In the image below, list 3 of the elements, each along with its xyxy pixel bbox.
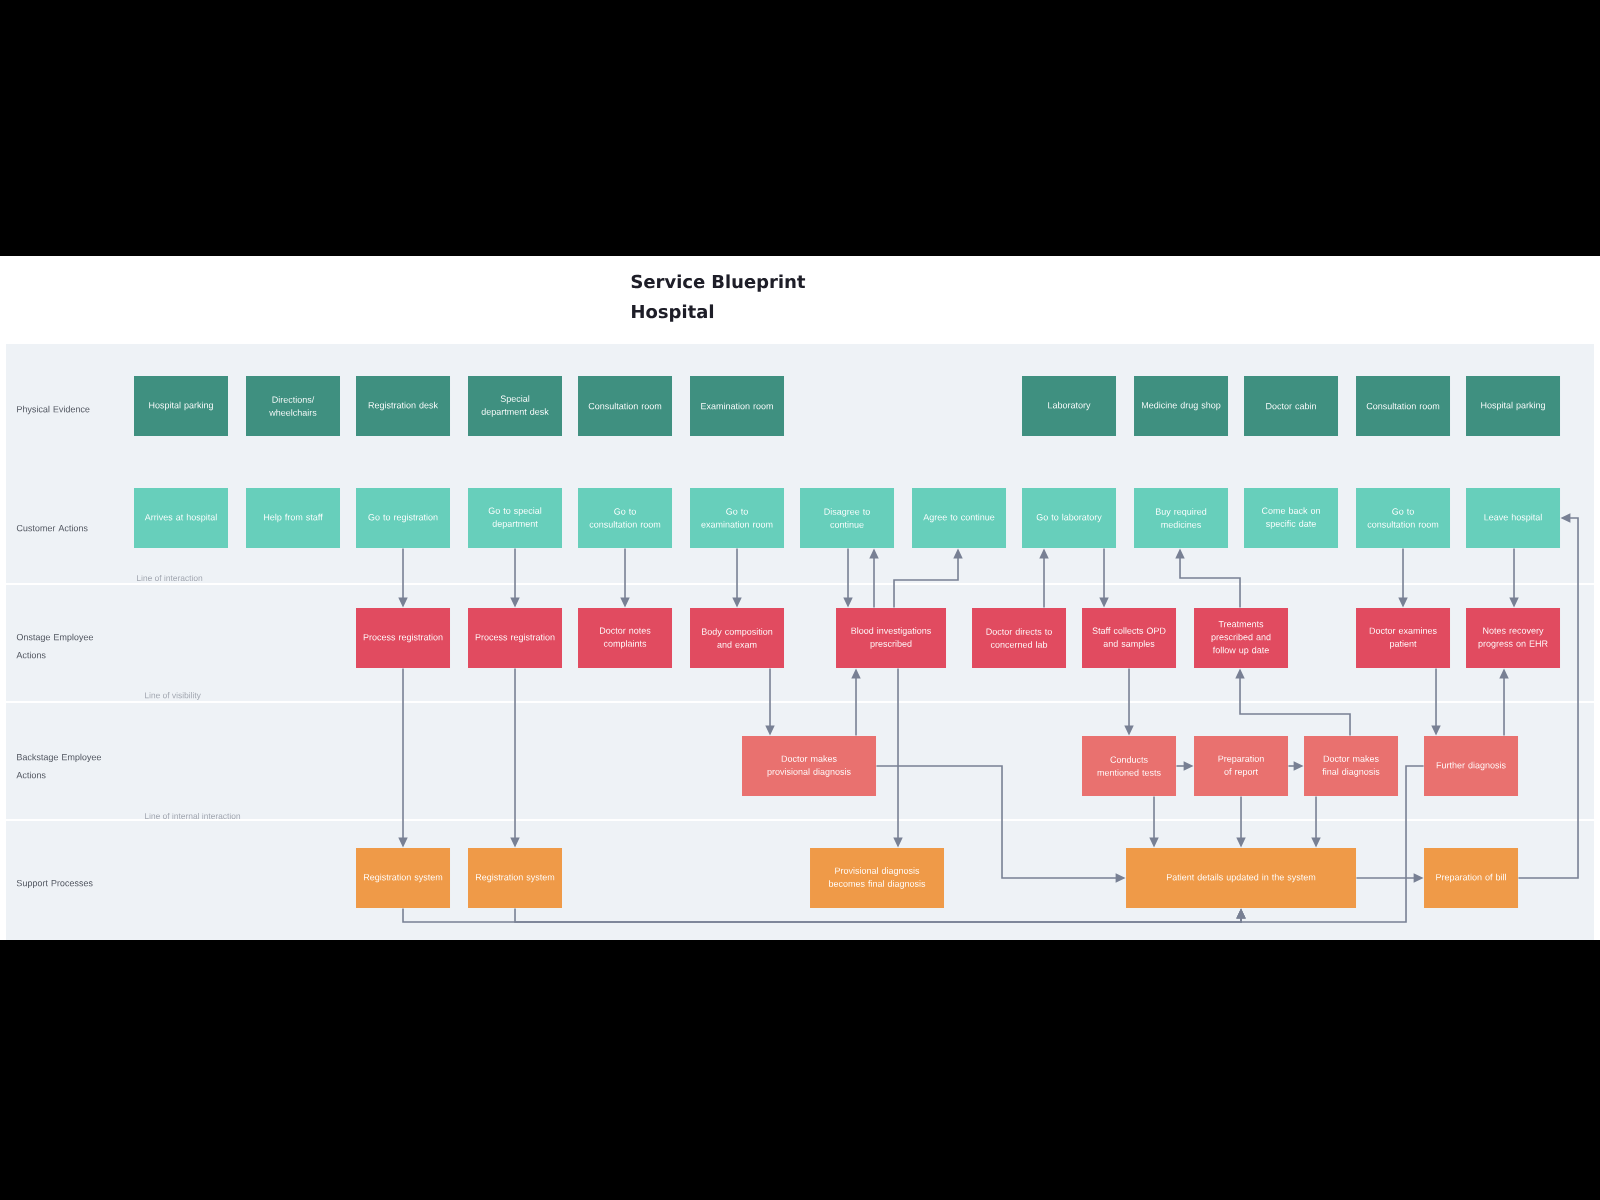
arrow bbox=[1517, 513, 1579, 879]
title: Service Blueprint Hospital bbox=[631, 274, 806, 322]
arrow bbox=[1236, 765, 1425, 923]
